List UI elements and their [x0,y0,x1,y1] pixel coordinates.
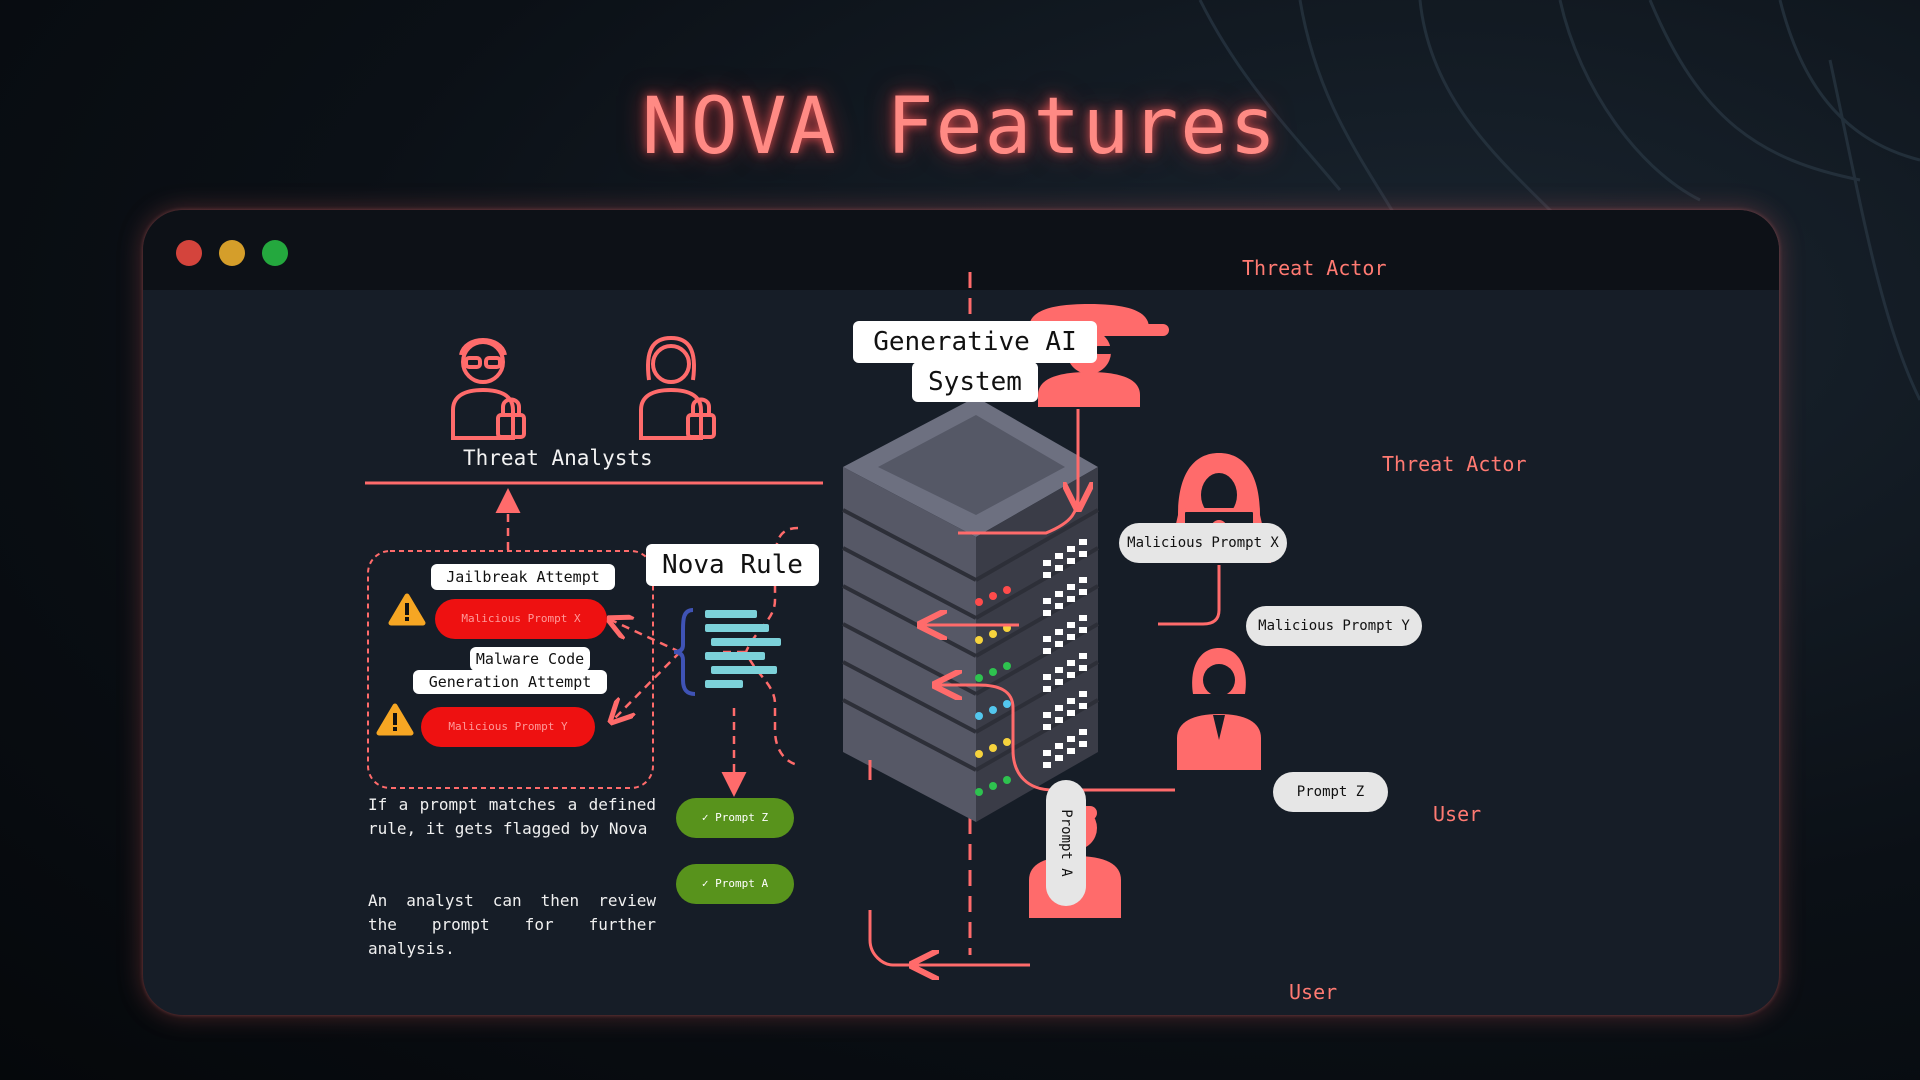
rule-to-malware-arrow [613,651,681,720]
user-2-label: User [1289,980,1338,1004]
flagged-prompts-box [367,550,654,789]
warning-icon [376,703,414,736]
server-rack-icon [842,397,1099,822]
maximize-dot[interactable] [262,240,288,266]
app-window: Threat Analysts Generative AI System Nov… [143,210,1779,1015]
prompt-y-pill[interactable]: Malicious Prompt Y [1246,606,1422,646]
window-titlebar [143,210,1779,290]
passed-prompt-a[interactable]: ✓ Prompt A [676,864,794,904]
warning-icon [388,593,426,626]
check-icon: ✓ [701,811,709,824]
prompt-x-pill[interactable]: Malicious Prompt X [1119,523,1287,563]
user2-prompt-line [868,910,1030,967]
prompt-z-to-server-arrow [938,685,1175,792]
rule-to-jailbreak-arrow [611,620,681,654]
threat-actor-1-label: Threat Actor [1242,256,1387,280]
passed-prompt-a-label: Prompt A [715,877,769,890]
jailbreak-attempt-label: Jailbreak Attempt [431,564,615,590]
analyst-male-lock-icon [451,338,526,440]
nova-rule-label: Nova Rule [646,544,819,586]
passed-prompt-z[interactable]: ✓ Prompt Z [676,798,794,838]
generative-ai-line1: Generative AI [873,327,1077,357]
actor2-prompt-line [1158,565,1221,626]
flagged-prompt-x[interactable]: Malicious Prompt X [435,599,607,639]
malware-label-line2: Generation Attempt [413,670,607,694]
prompt-a-pill-label: Prompt A [1058,809,1074,877]
generative-ai-label: Generative AI [853,321,1097,363]
malware-label-line1: Malware Code [470,647,590,671]
user-1-label: User [1433,802,1482,826]
prompt-a-pill[interactable]: Prompt A [1046,780,1086,906]
threat-analysts-label: Threat Analysts [463,446,653,470]
system-label: System [912,362,1038,402]
rule-document-icon [673,608,781,696]
check-icon: ✓ [701,877,709,890]
prompt-z-pill[interactable]: Prompt Z [1273,772,1388,812]
page-title: NOVA Features [641,82,1279,172]
passed-prompt-z-label: Prompt Z [715,811,769,824]
description-paragraph-1: If a prompt matches a defined rule, it g… [368,795,656,838]
threat-actor-2-label: Threat Actor [1382,452,1527,476]
minimize-dot[interactable] [219,240,245,266]
female-user-icon [1177,648,1261,770]
analyst-female-lock-icon [639,335,716,440]
flagged-prompt-y[interactable]: Malicious Prompt Y [421,707,595,747]
close-dot[interactable] [176,240,202,266]
description-paragraph-2: An analyst can then review the prompt fo… [368,891,656,958]
system-line2: System [928,367,1022,397]
server-bracket [744,526,799,767]
